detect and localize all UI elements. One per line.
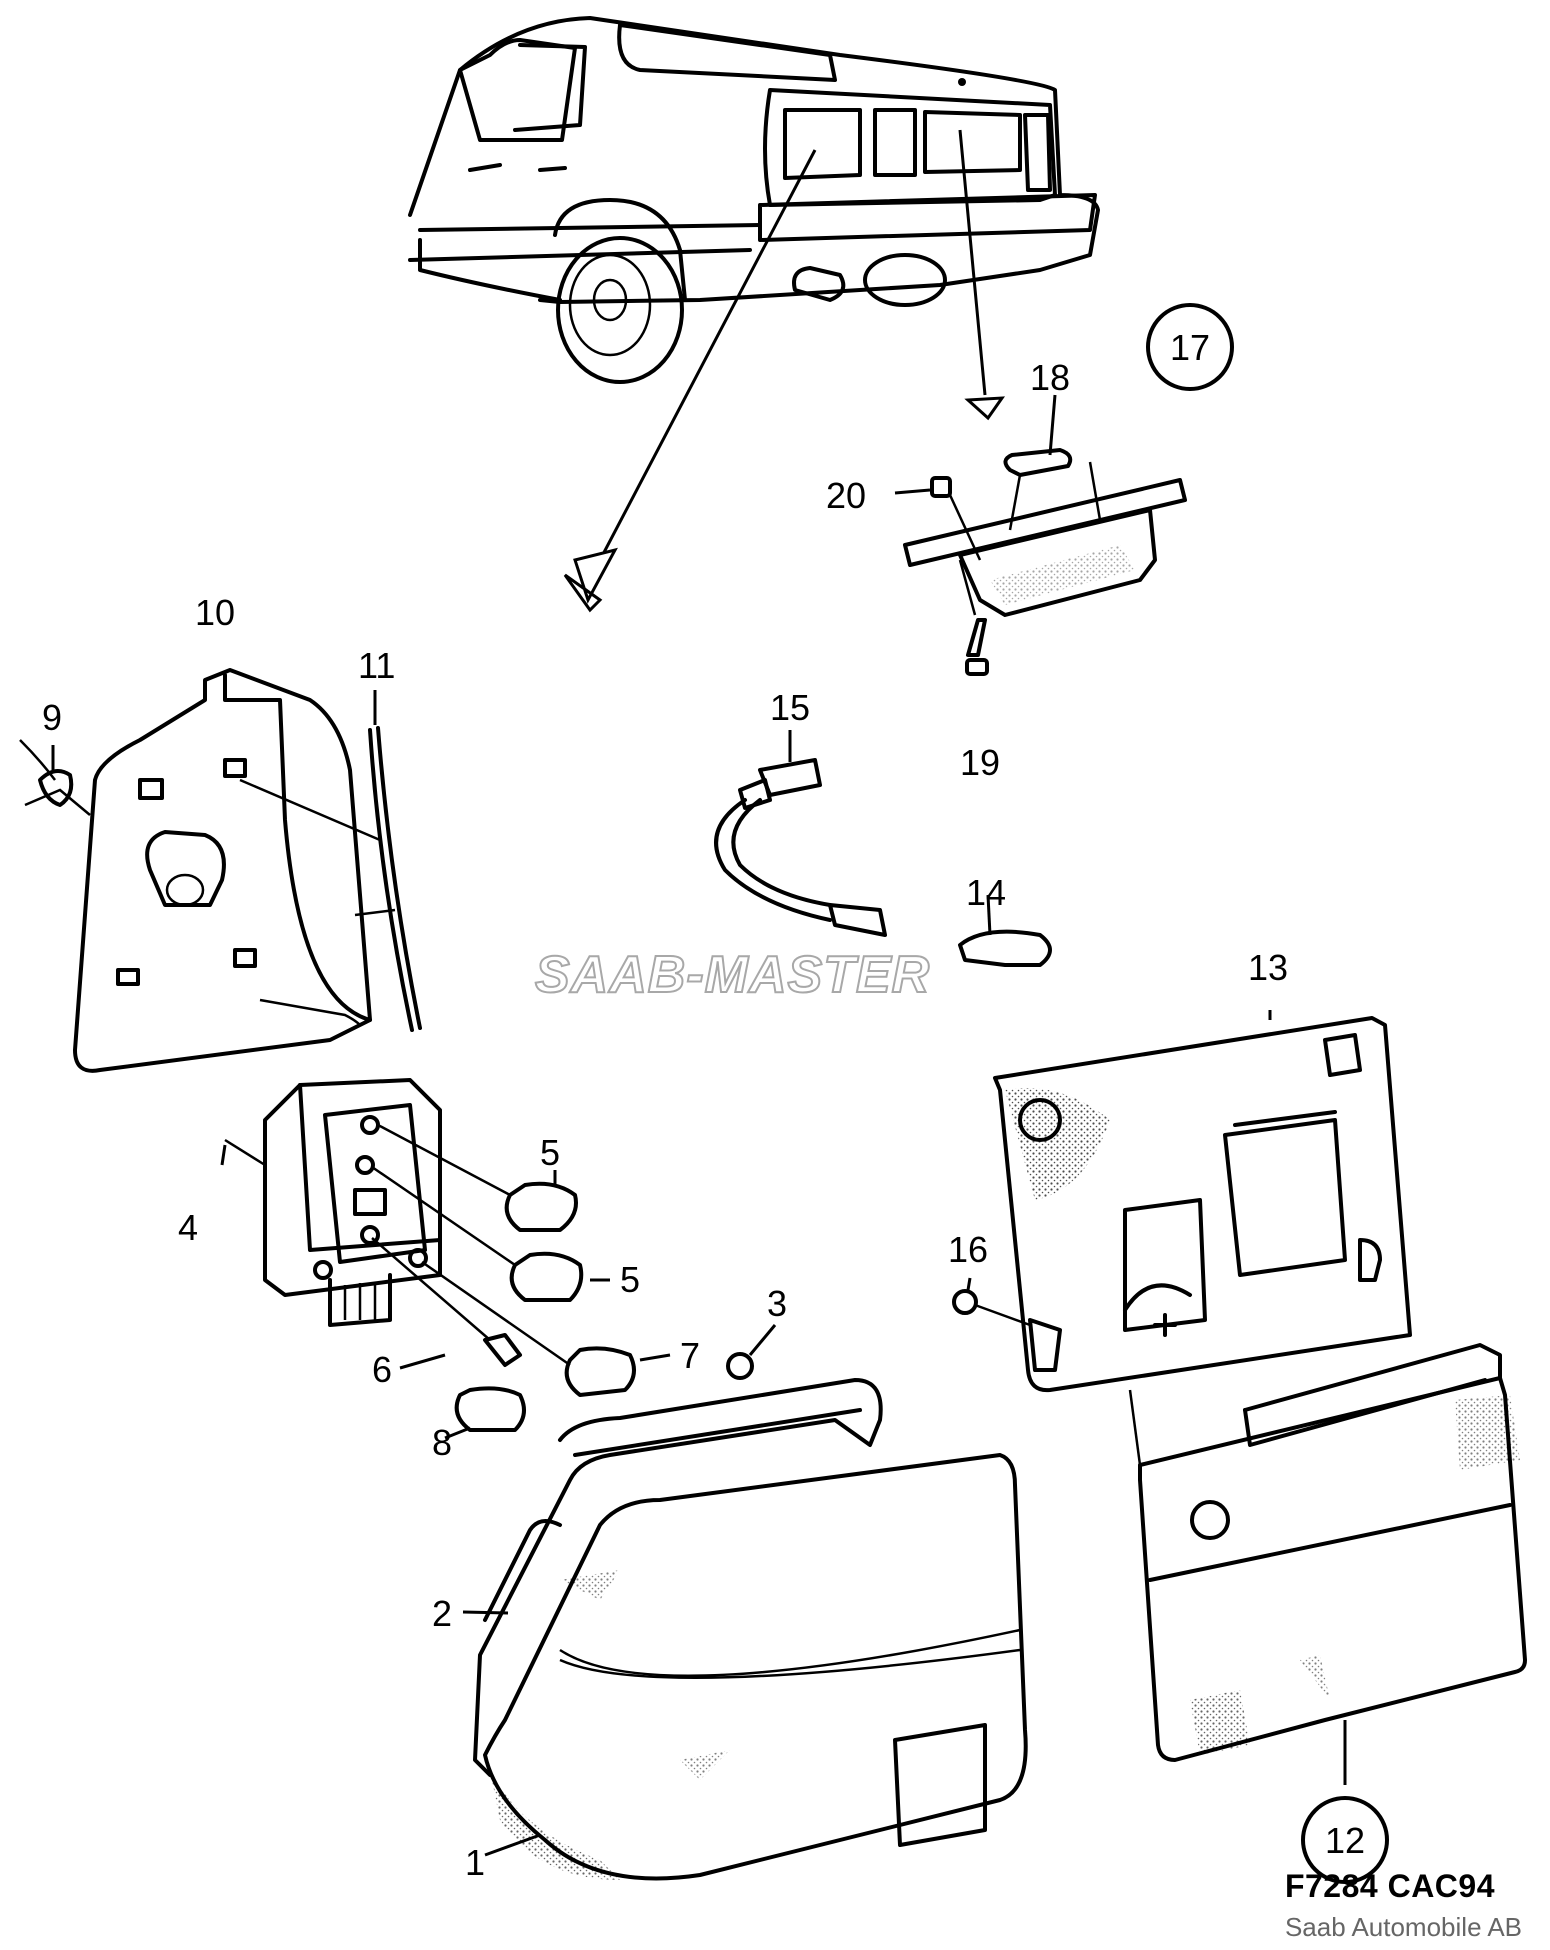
callout-16: 16: [948, 1229, 988, 1270]
copyright-notice: Saab Automobile AB: [1284, 1912, 1522, 1942]
rear-panel-cover: [1128, 1343, 1527, 1884]
car-rear-illustration: [408, 16, 1100, 384]
callout-18: 18: [1030, 357, 1070, 398]
callout-12: 12: [1325, 1820, 1365, 1861]
callout-11: 11: [358, 645, 395, 686]
callout-labels: 1 2 3 4 5 5 6 7 8 9 10 11 12 13 14 15 16…: [42, 327, 1365, 1883]
lamp-housing-backing: [73, 668, 396, 1073]
callout-3: 3: [767, 1283, 787, 1324]
pointer-arrows: [563, 129, 1006, 613]
callout-14: 14: [966, 872, 1006, 913]
callout-19: 19: [960, 742, 1000, 783]
callout-9: 9: [42, 697, 62, 738]
callout-5b: 5: [620, 1259, 640, 1300]
callout-circle-17: [1146, 303, 1234, 391]
clip-part-9: [19, 739, 91, 816]
callout-17: 17: [1170, 327, 1210, 368]
diagram-reference-code: F7284 CAC94: [1284, 1868, 1495, 1904]
callout-8: 8: [432, 1422, 452, 1463]
tail-lamp-lens: [462, 1378, 1028, 1881]
callout-20: 20: [826, 475, 866, 516]
seal-strip-part-11: [368, 690, 422, 1032]
callout-circle-12: [1301, 1796, 1389, 1884]
watermark: SAAB-MASTER: [534, 945, 931, 1005]
wire-harness: [714, 758, 1052, 967]
callout-6: 6: [372, 1349, 392, 1390]
callout-7: 7: [680, 1335, 700, 1376]
callout-15: 15: [770, 687, 810, 728]
callout-10: 10: [195, 592, 235, 633]
callout-2: 2: [432, 1593, 452, 1634]
callout-5a: 5: [540, 1132, 560, 1173]
mounting-plate: [952, 1010, 1412, 1393]
nut-part-3: [726, 1324, 777, 1380]
license-plate-lamp: [894, 303, 1234, 676]
callout-13: 13: [1248, 947, 1288, 988]
bulbs: [371, 1123, 671, 1440]
callout-1: 1: [465, 1842, 485, 1883]
callout-4: 4: [178, 1207, 198, 1248]
bulb-holder: [220, 1078, 442, 1327]
